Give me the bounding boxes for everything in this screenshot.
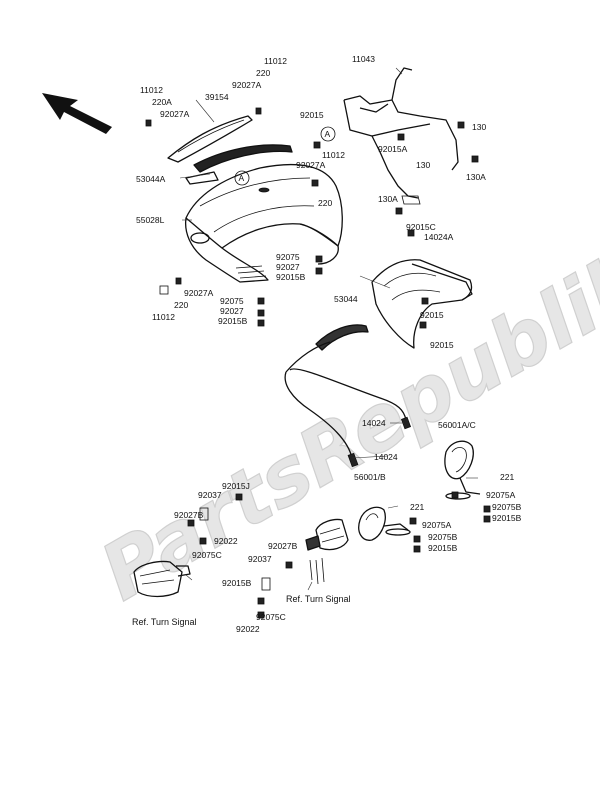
label-92015b: 92015B <box>218 316 248 326</box>
label-39154: 39154 <box>205 92 229 102</box>
svg-text:A: A <box>239 173 245 183</box>
label-130a: 130A <box>378 194 398 204</box>
ref-turn-signal-left: Ref. Turn Signal <box>132 617 197 627</box>
reference-marker-a: A A <box>234 126 336 186</box>
label-11012: 11012 <box>264 56 287 66</box>
label-92075: 92075 <box>276 252 300 262</box>
label-92075: 92075 <box>220 296 244 306</box>
windshield-part <box>167 115 253 163</box>
label-92027: 92027 <box>220 306 244 316</box>
label-11012: 11012 <box>322 150 345 160</box>
label-92027b: 92027B <box>174 510 204 520</box>
svg-text:A: A <box>325 129 331 139</box>
label-92015c: 92015C <box>406 222 436 232</box>
label-92075c: 92075C <box>256 612 286 622</box>
label-130a: 130A <box>466 172 486 182</box>
label-220: 220 <box>174 300 188 310</box>
label-53044: 53044 <box>334 294 358 304</box>
label-130: 130 <box>472 122 486 132</box>
label-92015: 92015 <box>430 340 454 350</box>
label-92027a: 92027A <box>160 109 190 119</box>
label-92027: 92027 <box>276 262 300 272</box>
label-92037: 92037 <box>198 490 222 500</box>
label-92027a: 92027A <box>296 160 326 170</box>
label-221: 221 <box>410 502 424 512</box>
mirror-right-part <box>444 440 481 500</box>
label-14024: 14024 <box>362 418 386 428</box>
label-56001b: 56001/B <box>354 472 386 482</box>
upper-cowl-part <box>184 163 343 283</box>
turn-signal-right-part <box>305 518 349 585</box>
label-55028l: 55028L <box>136 215 165 225</box>
label-11012: 11012 <box>152 312 175 322</box>
label-92015a: 92015A <box>378 144 408 154</box>
mirror-left-part <box>358 506 411 541</box>
label-14024: 14024 <box>374 452 398 462</box>
label-220: 220 <box>318 198 332 208</box>
turn-signal-left-part <box>133 560 191 598</box>
label-92037: 92037 <box>248 554 272 564</box>
wire-harness-part <box>284 368 412 468</box>
label-221: 221 <box>500 472 514 482</box>
label-92015j: 92015J <box>222 481 250 491</box>
label-92022: 92022 <box>236 624 260 634</box>
label-220a: 220A <box>152 97 172 107</box>
label-92015: 92015 <box>420 310 444 320</box>
part-labels: 11012 220A 92027A 39154 11012 220 92027A… <box>136 54 522 634</box>
cowl-stay-part <box>343 67 459 205</box>
label-92015b: 92015B <box>492 513 522 523</box>
label-92015b: 92015B <box>222 578 252 588</box>
inner-cover-part <box>371 259 473 349</box>
label-92015b: 92015B <box>276 272 306 282</box>
front-direction-arrow-icon <box>42 93 112 134</box>
bolt-icon <box>145 107 491 619</box>
label-92075a: 92075A <box>486 490 516 500</box>
label-92015b: 92015B <box>428 543 458 553</box>
label-11012: 11012 <box>140 85 163 95</box>
windshield-trim-part <box>185 144 293 185</box>
label-92027a: 92027A <box>184 288 214 298</box>
label-92015: 92015 <box>300 110 324 120</box>
lower-trim-part <box>285 324 369 373</box>
leader-lines <box>179 67 478 591</box>
label-130: 130 <box>416 160 430 170</box>
label-14024a: 14024A <box>424 232 454 242</box>
label-220: 220 <box>256 68 270 78</box>
label-56001ac: 56001A/C <box>438 420 476 430</box>
label-11043: 11043 <box>352 54 375 64</box>
label-92027a: 92027A <box>232 80 262 90</box>
label-92075b: 92075B <box>492 502 522 512</box>
label-92027b: 92027B <box>268 541 298 551</box>
label-92075a: 92075A <box>422 520 452 530</box>
watermark: PartsRepublik <box>87 234 600 618</box>
label-92022: 92022 <box>214 536 238 546</box>
label-92075c: 92075C <box>192 550 222 560</box>
label-92075b: 92075B <box>428 532 458 542</box>
ref-turn-signal-right: Ref. Turn Signal <box>286 594 351 604</box>
label-53044a: 53044A <box>136 174 166 184</box>
